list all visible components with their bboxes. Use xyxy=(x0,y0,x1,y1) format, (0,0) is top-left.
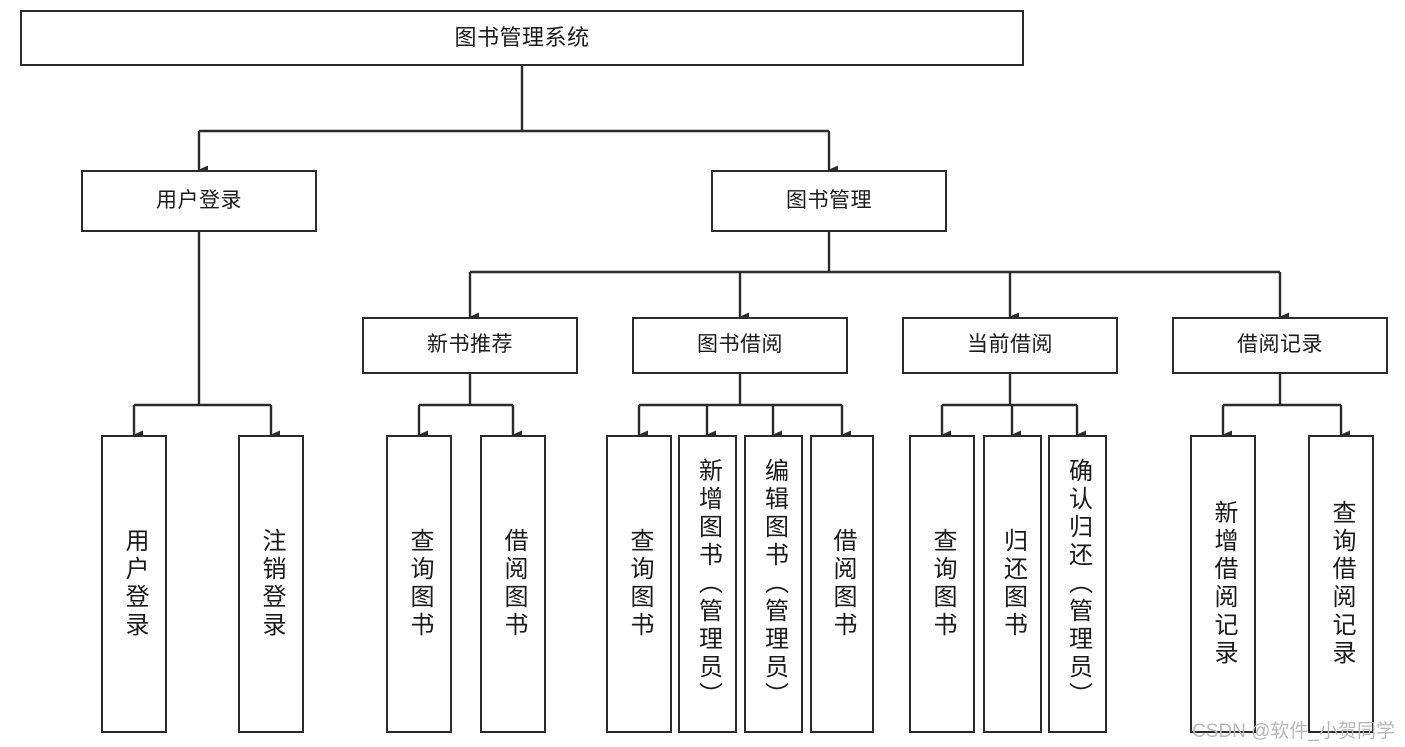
node-book-borrow[interactable]: 图书借阅 xyxy=(632,317,848,374)
node-label: 用户登录 xyxy=(156,188,242,212)
csdn-watermark: CSDN @软件_小贺同学 xyxy=(1192,721,1395,742)
node-leaf-borrow-book[interactable]: 借阅图书 xyxy=(810,435,874,733)
node-label: 新增借阅记录 xyxy=(1210,500,1237,668)
node-leaf-confirm-return-admin[interactable]: 确认归还（管理员） xyxy=(1048,435,1107,733)
node-label: 确认归还（管理员） xyxy=(1064,458,1092,710)
node-label: 借阅图书 xyxy=(829,528,856,640)
node-label: 查询图书 xyxy=(406,528,433,640)
node-label: 新增图书（管理员） xyxy=(694,458,722,710)
node-new-book-recommend[interactable]: 新书推荐 xyxy=(362,317,578,374)
node-book-management[interactable]: 图书管理 xyxy=(711,170,947,232)
node-label: 查询图书 xyxy=(626,528,653,640)
node-borrow-record[interactable]: 借阅记录 xyxy=(1172,317,1388,374)
node-label: 图书管理 xyxy=(786,188,872,212)
node-leaf-edit-book-admin[interactable]: 编辑图书（管理员） xyxy=(744,435,803,733)
node-leaf-add-book-admin[interactable]: 新增图书（管理员） xyxy=(678,435,737,733)
node-label: 归还图书 xyxy=(999,528,1027,640)
node-label: 编辑图书（管理员） xyxy=(760,458,788,710)
node-label: 图书借阅 xyxy=(697,333,783,357)
node-label: 借阅记录 xyxy=(1237,333,1323,357)
node-label: 查询借阅记录 xyxy=(1328,500,1355,668)
node-root-book-management-system[interactable]: 图书管理系统 xyxy=(20,10,1024,66)
node-label: 新书推荐 xyxy=(427,333,513,357)
node-leaf-logout[interactable]: 注销登录 xyxy=(238,435,304,733)
node-leaf-add-borrow-record[interactable]: 新增借阅记录 xyxy=(1190,435,1256,733)
node-label: 注销登录 xyxy=(258,528,285,640)
node-label: 当前借阅 xyxy=(967,333,1053,357)
node-label: 借阅图书 xyxy=(500,528,527,640)
node-label: 用户登录 xyxy=(121,528,148,640)
node-label: 图书管理系统 xyxy=(454,25,590,51)
node-leaf-return-book[interactable]: 归还图书 xyxy=(983,435,1042,733)
node-leaf-query-book-borrow[interactable]: 查询图书 xyxy=(606,435,672,733)
node-leaf-query-book-current[interactable]: 查询图书 xyxy=(909,435,975,733)
node-user-login[interactable]: 用户登录 xyxy=(81,170,317,232)
node-leaf-borrow-book-recommend[interactable]: 借阅图书 xyxy=(480,435,546,733)
node-leaf-user-login[interactable]: 用户登录 xyxy=(101,435,167,733)
node-current-borrow[interactable]: 当前借阅 xyxy=(902,317,1118,374)
node-leaf-query-book-recommend[interactable]: 查询图书 xyxy=(386,435,452,733)
node-leaf-query-borrow-record[interactable]: 查询借阅记录 xyxy=(1308,435,1374,733)
node-label: 查询图书 xyxy=(929,528,956,640)
